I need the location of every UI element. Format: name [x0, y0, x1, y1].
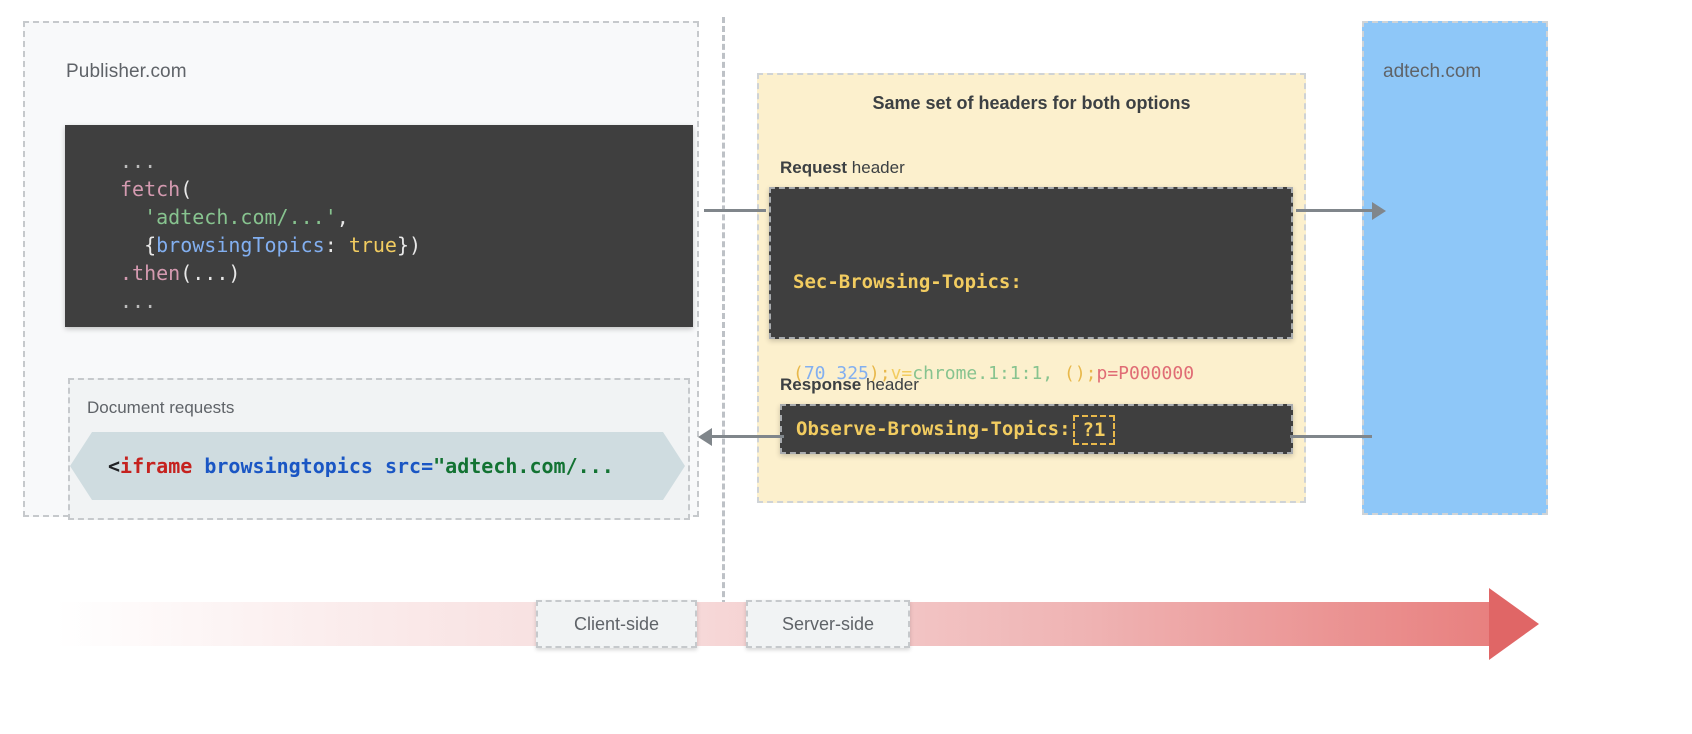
headers-panel: Same set of headers for both options Req… [757, 73, 1306, 503]
request-header-label: Request header [780, 158, 905, 178]
iframe-token-tag: iframe [120, 454, 193, 478]
value-token-semicolon-1: ; [879, 363, 891, 384]
value-token-padding: p=P000000 [1096, 363, 1195, 384]
code-token-brace-open: { [144, 233, 157, 257]
client-side-chip: Client-side [536, 600, 697, 648]
adtech-panel: adtech.com [1362, 21, 1548, 515]
code-line-ellipsis-bottom: ... [120, 289, 157, 313]
iframe-snippet-chip: <iframe browsingtopics src="adtech.com/.… [70, 432, 685, 500]
server-side-chip: Server-side [746, 600, 910, 648]
code-token-colon: : [324, 233, 349, 257]
client-server-divider [722, 17, 725, 624]
value-token-paren-close: ) [868, 363, 880, 384]
publisher-panel: Publisher.com ... fetch( 'adtech.com/...… [23, 21, 699, 520]
iframe-token-attributes: browsingtopics src= [192, 454, 434, 478]
response-header-label: Response header [780, 375, 919, 395]
code-token-brace-close: }) [396, 233, 422, 257]
response-connector-right-arrow [1290, 435, 1372, 438]
document-requests-panel: Document requests <iframe browsingtopics… [68, 378, 690, 520]
code-token-paren-open: ( [180, 177, 193, 201]
response-header-label-rest: header [861, 375, 919, 394]
value-token-version-key: v= [890, 363, 913, 384]
code-token-url-string: 'adtech.com/...' [144, 205, 337, 229]
value-token-empty-parens: () [1053, 363, 1086, 384]
value-token-topic-ids: 70 325 [803, 363, 869, 384]
response-header-name: Observe-Browsing-Topics: [796, 418, 1071, 440]
document-requests-label: Document requests [87, 398, 235, 417]
value-token-semicolon-2: ; [1085, 363, 1097, 384]
code-token-true: true [348, 233, 397, 257]
response-connector-left-arrow [712, 435, 784, 438]
code-token-comma: , [336, 205, 349, 229]
response-arrowhead-icon [698, 428, 712, 446]
response-header-label-bold: Response [780, 375, 862, 394]
fetch-code-block: ... fetch( 'adtech.com/...', {browsingTo… [65, 125, 693, 327]
timeline-arrowhead-icon [1489, 588, 1539, 660]
value-token-paren-open: ( [793, 363, 804, 384]
response-header-box: Observe-Browsing-Topics:?1 [780, 404, 1293, 454]
code-token-fetch: fetch [120, 177, 181, 201]
request-header-name: Sec-Browsing-Topics: [793, 271, 1022, 293]
iframe-token-open-bracket: < [108, 454, 121, 478]
code-token-then: then [132, 261, 181, 285]
request-connector-left-arrow [704, 209, 766, 212]
code-line-ellipsis-top: ... [120, 149, 157, 173]
publisher-label: Publisher.com [66, 61, 187, 82]
request-header-value: (70 325);v=chrome.1:1:1, ();p=P000000 [793, 363, 1291, 384]
headers-panel-title: Same set of headers for both options [872, 93, 1191, 113]
request-header-label-bold: Request [780, 158, 848, 177]
request-arrowhead-icon [1372, 202, 1386, 220]
request-header-label-rest: header [847, 158, 905, 177]
response-header-value: ?1 [1072, 414, 1116, 445]
request-connector-right-arrow [1296, 209, 1374, 212]
value-token-chrome-version: chrome.1:1:1, [912, 363, 1054, 384]
request-header-box: Sec-Browsing-Topics: (70 325);v=chrome.1… [769, 187, 1293, 384]
code-token-then-args: (...) [180, 261, 241, 285]
code-token-dot: . [120, 261, 133, 285]
adtech-label: adtech.com [1383, 61, 1482, 82]
code-token-browsingtopics: browsingTopics [156, 233, 325, 257]
iframe-token-src-value: "adtech.com/... [433, 454, 614, 478]
